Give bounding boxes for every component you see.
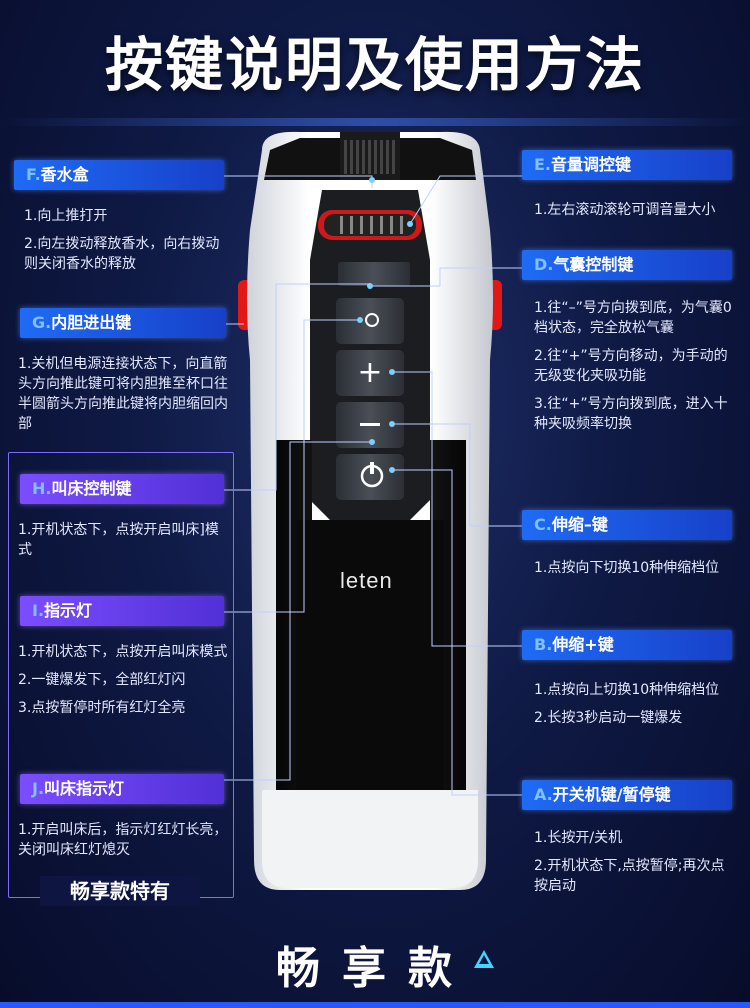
perfume-grille	[344, 140, 395, 174]
voice-button-shape	[336, 298, 404, 344]
desc-moan-indicator: 1.开启叫床后，指示灯红灯长亮，关闭叫床红灯熄灭	[18, 822, 228, 858]
power-button-shape	[336, 454, 404, 500]
desc-moan-control: 1.开机状态下，点按开启叫床]模式	[18, 522, 219, 558]
label-indicator: I.指示灯	[20, 596, 224, 626]
title-glow	[0, 118, 750, 126]
label-moan-indicator: J.叫床指示灯	[20, 774, 224, 804]
minus-glyph	[360, 423, 380, 426]
device-base	[262, 790, 478, 888]
sleeve-band	[296, 520, 444, 790]
brand-logo: leten	[340, 568, 393, 593]
label-airbag-control: D.气囊控制键	[522, 250, 732, 280]
plus-glyph: +	[357, 355, 382, 390]
label-sleeve-toggle: G.内胆进出键	[20, 308, 226, 338]
bottom-bar	[0, 1002, 750, 1008]
label-retract-plus: B.伸缩+键	[522, 630, 732, 660]
label-power-pause: A.开关机键/暂停键	[522, 780, 732, 810]
label-retract-minus: C.伸缩–键	[522, 510, 732, 540]
exclusive-caption: 畅享款特有	[40, 876, 200, 906]
voice-glyph	[365, 313, 379, 327]
label-perfume-box: F.香水盒	[14, 160, 224, 190]
label-moan-control: H.叫床控制键	[20, 474, 224, 504]
airbag-slider	[338, 262, 410, 286]
triangle-icon	[474, 950, 494, 968]
label-volume-wheel: E.音量调控键	[522, 150, 732, 180]
volume-wheel-ribs	[340, 216, 403, 234]
page-title: 按键说明及使用方法	[104, 31, 645, 99]
desc-volume-wheel: 1.左右滚动滚轮可调音量大小	[534, 202, 716, 218]
plus-button-shape	[336, 350, 404, 396]
desc-retract-minus: 1.点按向下切换10种伸缩档位	[534, 560, 720, 576]
footer-edition: 畅享款	[276, 943, 474, 994]
desc-sleeve-toggle: 1.关机但电源连接状态下，向直箭头方向推此键可将内胆推至杯口往半圆箭头方向推此键…	[18, 356, 228, 432]
